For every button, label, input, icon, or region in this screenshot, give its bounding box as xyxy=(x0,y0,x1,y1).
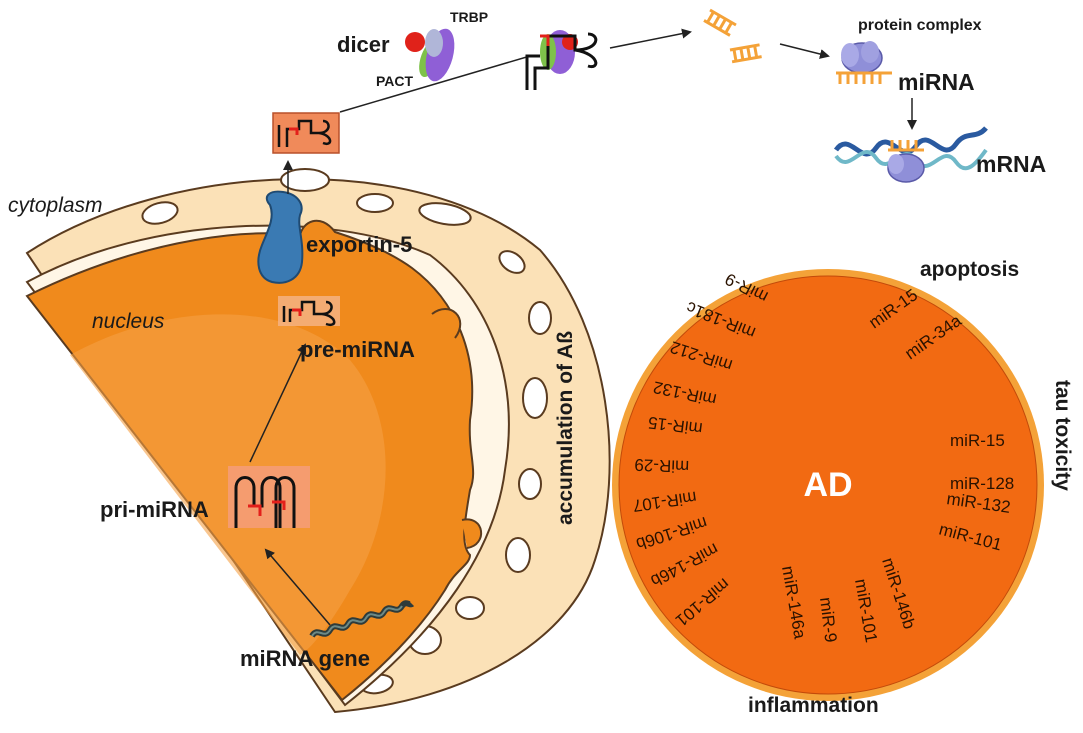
vesicle xyxy=(498,250,526,274)
arrow-pri-to-pre xyxy=(249,343,307,463)
dicer-grey-subunit xyxy=(425,29,443,57)
cell-section: cytoplasm nucleus exportin-5 pre-miRNA p… xyxy=(8,112,611,714)
arrow-duplex-to-complex xyxy=(779,43,830,59)
vesicle xyxy=(518,468,542,500)
complex-mirna-strand xyxy=(836,71,892,84)
exportin-5-protein xyxy=(257,190,304,284)
abeta-mir: miR-29 xyxy=(634,455,689,476)
trbp-label: TRBP xyxy=(450,9,488,25)
inflammation-category-label: inflammation xyxy=(748,694,879,717)
mirna-gene-label: miRNA gene xyxy=(240,646,370,671)
dicer-bound-pre-mirna xyxy=(525,30,598,90)
mirna-label: miRNA xyxy=(898,69,975,95)
pri-mirna-structure xyxy=(228,466,310,528)
pact-label: PACT xyxy=(376,73,414,89)
protein-complex-label: protein complex xyxy=(858,17,982,34)
nucleus-label: nucleus xyxy=(92,310,165,333)
vesicle xyxy=(141,201,179,225)
dicer-label: dicer xyxy=(337,32,390,57)
ad-center-label: AD xyxy=(803,466,852,504)
pre-mirna-label: pre-miRNA xyxy=(300,337,415,362)
connector-pre-to-dicer xyxy=(339,55,531,113)
dicer-complex xyxy=(405,28,455,82)
mirna-duplexes xyxy=(703,8,762,64)
pre-mirna-hairpin xyxy=(278,296,340,327)
vesicle xyxy=(505,537,531,573)
dicer-red-subunit xyxy=(405,32,425,52)
vesicle xyxy=(522,377,548,419)
vesicle xyxy=(455,596,485,620)
tau-mir: miR-128 xyxy=(950,474,1014,493)
vesicle xyxy=(418,202,472,226)
tau-toxicity-category-label: tau toxicity xyxy=(1051,380,1074,491)
mirna-gene-dna xyxy=(309,600,415,638)
wheel-disc xyxy=(618,275,1038,695)
cytoplasm-label: cytoplasm xyxy=(8,194,103,217)
pri-mirna-label: pri-miRNA xyxy=(100,497,209,522)
arrow-gene-to-pri xyxy=(264,548,331,626)
exported-pre-mirna xyxy=(272,112,340,154)
mrna-label: mRNA xyxy=(976,151,1046,177)
apoptosis-category-label: apoptosis xyxy=(920,258,1019,281)
nucleus-inner-shade xyxy=(70,314,386,655)
cytoplasmic-processing: dicer TRBP PACT xyxy=(337,8,1046,183)
ad-wheel: AD miR-15 miR-34a miR-15 miR-128 miR-132… xyxy=(554,258,1074,717)
tau-mir: miR-15 xyxy=(950,431,1005,450)
nucleus-bumps xyxy=(431,308,483,549)
vesicle xyxy=(280,168,330,192)
vesicle xyxy=(356,193,394,213)
mrna-bound-complex xyxy=(887,140,925,183)
arrow-dicer-to-duplex xyxy=(609,28,692,49)
vesicle xyxy=(528,301,552,335)
abeta-category-label: accumulation of Aß xyxy=(554,331,577,525)
exportin-5-label: exportin-5 xyxy=(306,232,412,257)
protein-complex xyxy=(836,41,892,84)
